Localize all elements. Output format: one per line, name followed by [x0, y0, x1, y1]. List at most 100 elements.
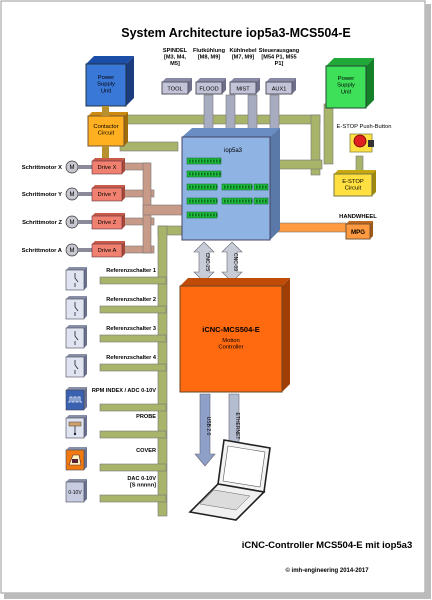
page-shadow-bottom [4, 593, 431, 599]
motor-row: Schrittmotor Z M Drive Z [22, 213, 125, 230]
motor-row: Schrittmotor Y M Drive Y [22, 185, 125, 202]
output-box-label: FLOOD [199, 87, 218, 93]
cnc-port-label: CNC-2S [204, 253, 210, 272]
cnc-port-label: CNC-09 [232, 253, 238, 271]
olive-bus [119, 103, 334, 176]
io-device-row: PROBE [65, 414, 156, 439]
drive-label: Drive Y [98, 192, 117, 198]
output-box-label: MIST [236, 87, 250, 93]
io-device-row: Referenzschalter 2 [65, 296, 156, 320]
contactor-to-drive-link [102, 146, 109, 160]
iop-terminals [186, 157, 269, 219]
motor-cable [78, 248, 92, 252]
output-header: Kühlnebel[M7, M9] [229, 48, 256, 60]
output-module-mist: Kühlnebel[M7, M9] MIST [229, 48, 260, 95]
output-header: SPINDEL[M3, M4,M5] [163, 48, 188, 67]
footer-title: iCNC-Controller MCS504-E mit iop5a3 [242, 540, 413, 551]
motor-label: Schrittmotor Z [22, 220, 62, 226]
output-module-flood: Flutkühlung[M8, M9] FLOOD [193, 48, 226, 95]
diagram-title: System Architecture iop5a3-MCS504-E [121, 26, 350, 40]
dac-icon: 0-10V [65, 479, 87, 503]
estop-button-label: E-STOP Push-Button [337, 124, 392, 130]
io-device-row: COVER [65, 447, 156, 471]
outputs-row: SPINDEL[M3, M4,M5] TOOL Flutkühlung[M8, M9… [161, 48, 300, 95]
io-device-row: Referenzschalter 1 [65, 267, 156, 291]
input-bus [99, 225, 183, 517]
mpg-box: MPG [345, 221, 373, 240]
output-box-label: AUX1 [272, 87, 287, 93]
io-device-row: RPM INDEX / ADC 0-10V [65, 387, 156, 411]
io-device-row: Referenzschalter 3 [65, 325, 156, 349]
io-device-label: Referenzschalter 3 [106, 326, 156, 332]
iop-label: iop5a3 [224, 148, 243, 154]
motor-row: Schrittmotor A M Drive A [22, 241, 125, 258]
iop-board: iop5a3 [181, 128, 280, 241]
drive-bus [123, 162, 186, 254]
motor-icon-label: M [70, 220, 75, 226]
motor-icon-label: M [70, 192, 75, 198]
probe-icon [65, 415, 87, 439]
estop-button-icon[interactable] [349, 133, 374, 153]
drive-box [91, 160, 123, 175]
motor-rows: Schrittmotor X M Drive X Schrittmotor Y M Dri… [22, 158, 125, 258]
switch-icon [65, 325, 87, 349]
drive-label: Drive A [98, 248, 117, 254]
motor-cable [78, 192, 92, 196]
motor-label: Schrittmotor X [22, 165, 62, 171]
motor-icon-label: M [70, 165, 75, 171]
dac-icon-label: 0-10V [68, 490, 82, 496]
output-header: Flutkühlung[M8, M9] [193, 48, 226, 60]
switch-icon [65, 296, 87, 320]
motor-label: Schrittmotor A [22, 248, 63, 254]
switch-icon [65, 267, 87, 291]
io-device-label: PROBE [136, 414, 156, 420]
psu-to-contactor-link [102, 106, 109, 116]
motor-row: Schrittmotor X M Drive X [22, 158, 125, 175]
io-device-row: DAC 0-10V[S nnnnn] 0-10V [65, 476, 156, 503]
output-module-tool: SPINDEL[M3, M4,M5] TOOL [161, 48, 192, 95]
page-shadow-right [425, 4, 431, 596]
drive-label: Drive X [97, 165, 116, 171]
motor-icon-label: M [70, 248, 75, 254]
controller-port-arrow: USB 2.0 [194, 393, 216, 467]
copyright: © imh-engineering 2014-2017 [285, 567, 369, 574]
controller-port-label: USB 2.0 [205, 417, 211, 436]
cnc-ports: CNC-2S CNC-09 [193, 241, 243, 283]
io-device-label: COVER [136, 448, 156, 454]
io-device-label: Referenzschalter 2 [106, 297, 156, 303]
laptop-icon [188, 439, 271, 521]
controller-title: iCNC-MCS504-E [202, 325, 260, 334]
io-device-label: DAC 0-10V[S nnnnn] [127, 476, 156, 488]
terminal-strip [253, 183, 269, 191]
motor-label: Schrittmotor Y [22, 192, 62, 198]
handwheel-label: HANDWHEEL [339, 214, 377, 220]
io-device-list: Referenzschalter 1 Referenzschalter 2 Refe… [65, 267, 157, 503]
terminal-strip [253, 197, 269, 205]
drive-box [91, 243, 123, 258]
io-device-label: Referenzschalter 1 [106, 268, 156, 274]
drive-box [91, 187, 123, 202]
signal-icon [65, 387, 87, 411]
switch-icon [65, 354, 87, 378]
io-device-label: RPM INDEX / ADC 0-10V [92, 388, 156, 394]
motor-cable [78, 220, 92, 224]
drive-box [91, 215, 123, 230]
mpg-label: MPG [351, 229, 365, 236]
output-box-label: TOOL [167, 87, 182, 93]
drive-label: Drive Z [98, 220, 117, 226]
controller-port-label: ETHERNET [234, 413, 240, 440]
